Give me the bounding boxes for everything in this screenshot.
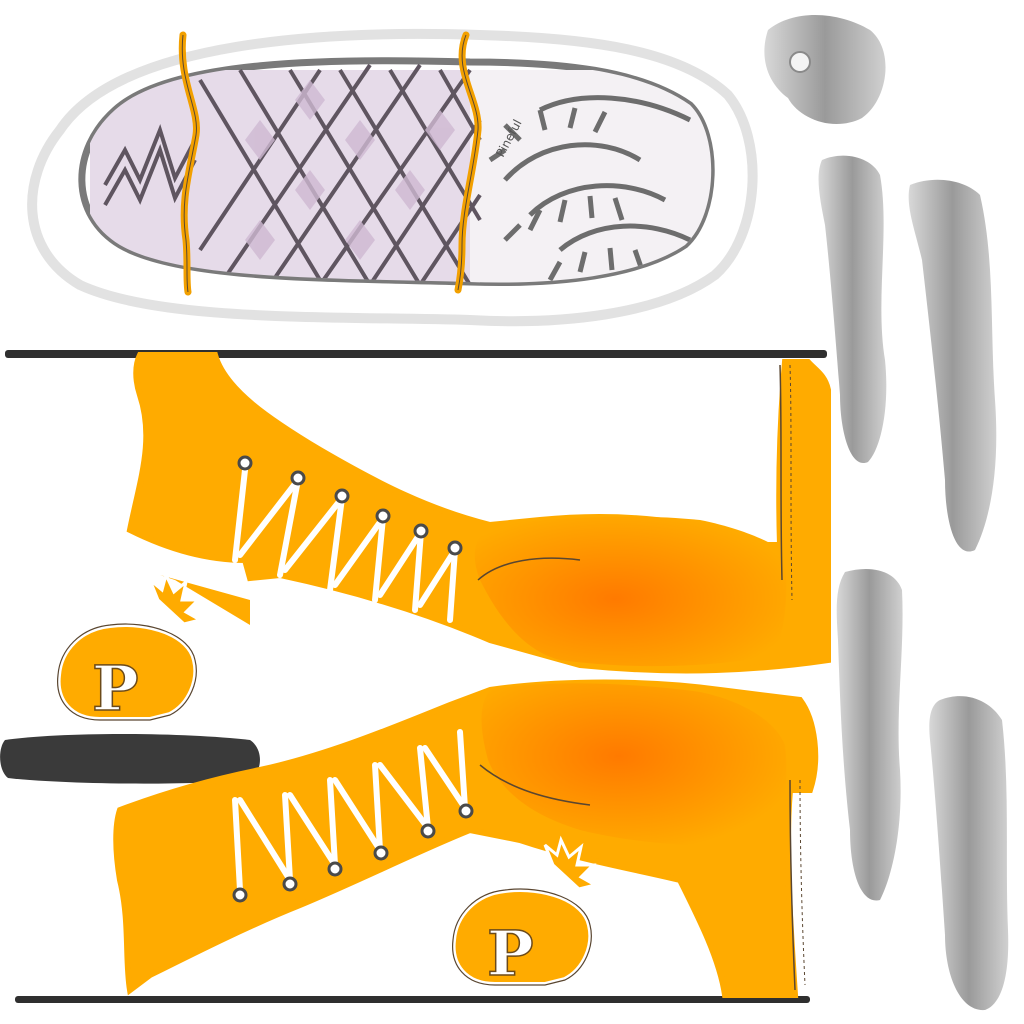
upper-bottom-toe-seam — [479, 764, 591, 806]
heel-ridges — [488, 95, 692, 282]
sole-forefoot-fill — [90, 70, 480, 283]
upper-top-heel-stitch — [789, 364, 793, 601]
upper-bottom-heel-stitch — [799, 779, 806, 986]
upper-quarter-bottom — [113, 679, 819, 998]
upper-bottom-toe-shade — [481, 683, 787, 846]
eyelet — [232, 887, 248, 903]
eyelet — [334, 488, 350, 504]
eyelet — [413, 523, 429, 539]
gray-strip-1 — [818, 155, 887, 464]
lace-cross-bottom — [232, 729, 468, 893]
gray-strip-2 — [908, 179, 997, 552]
gray-strip-3 — [836, 569, 903, 901]
upper-top-toe-shade — [474, 516, 787, 667]
eyelet — [458, 803, 474, 819]
sole-pattern: Pineful — [90, 63, 712, 283]
lace-cross-top — [232, 467, 458, 623]
eyelet — [375, 508, 391, 524]
upper-top-toe-seam — [477, 557, 581, 581]
pineapple-logo-left: P — [54, 570, 204, 726]
trim-band-bottom — [15, 996, 810, 1003]
gray-patches — [764, 14, 1009, 1011]
diamond-fills — [245, 80, 455, 260]
pineapple-logo-right: P — [449, 835, 599, 991]
pineapple-body-outline — [452, 888, 592, 986]
sole-strap-right-edge — [457, 34, 479, 291]
outsole: Pineful — [27, 28, 758, 327]
gray-patch-round — [764, 14, 886, 125]
upper-top-heel-seam — [779, 364, 783, 581]
eyelet — [282, 876, 298, 892]
eyelet — [373, 845, 389, 861]
eyelet — [290, 470, 306, 486]
crown-pattern — [103, 124, 197, 206]
eyelet — [327, 861, 343, 877]
sole-strap-left-edge — [181, 34, 197, 293]
gray-strip-4 — [929, 696, 1009, 1011]
pineapple-crown-icon — [148, 570, 204, 626]
upper-bottom-heel-seam — [789, 779, 796, 991]
eyelet — [237, 455, 253, 471]
upper-top-tongue-tab — [160, 575, 250, 625]
eyelets-top — [237, 455, 463, 556]
eyelets-bottom — [232, 803, 474, 903]
eyelet — [420, 823, 436, 839]
logo-letter: P — [92, 652, 139, 725]
gray-patch-eyelet — [789, 51, 811, 73]
trim-band-top — [5, 350, 827, 358]
pineapple-body-outline — [57, 623, 197, 721]
trim-swatch — [0, 734, 260, 784]
eyelet — [447, 540, 463, 556]
logo-letter: P — [487, 917, 534, 990]
upper-quarter-top — [126, 352, 831, 674]
pineapple-crown-icon — [543, 835, 599, 891]
